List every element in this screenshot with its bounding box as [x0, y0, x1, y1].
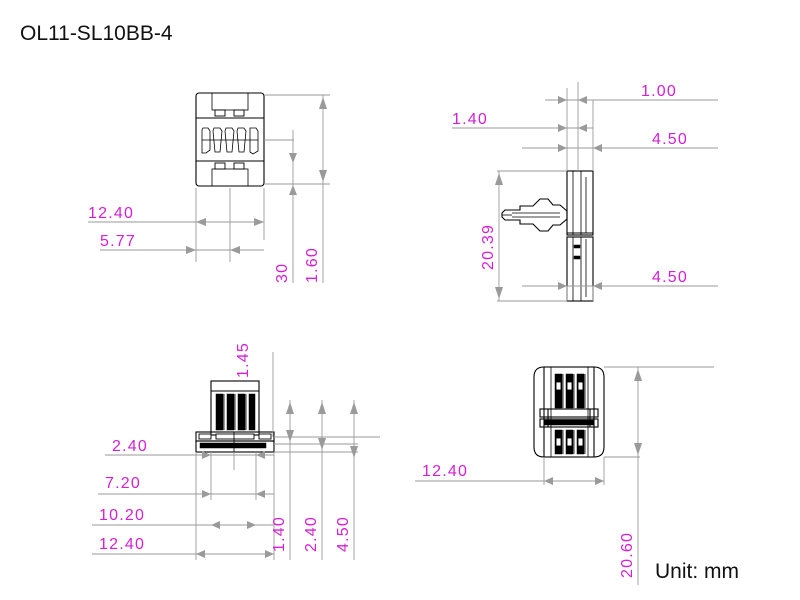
- dim-side-depth-lower: 4.50: [652, 269, 688, 286]
- dim-section-height-c: 4.50: [335, 516, 352, 552]
- dim-front-height-overall: 1.60: [304, 247, 321, 283]
- view-bottom: 12.40 20.60: [415, 366, 714, 585]
- dim-front-width-overall: 12.40: [88, 205, 134, 222]
- dim-bottom-width-overall: 12.40: [422, 463, 468, 480]
- unit-note: Unit: mm: [655, 560, 739, 583]
- dim-front-height-partial: 30: [274, 263, 291, 283]
- dim-bottom-height-overall: 20.60: [619, 532, 636, 578]
- view-section: 1.45 2.40 7.20 10.20 12.40 1.40 2.: [92, 342, 380, 560]
- dim-section-width-d: 12.40: [99, 536, 145, 553]
- view-front: 12.40 5.77 30 1.60: [88, 92, 330, 283]
- dim-side-thickness-top: 1.00: [641, 83, 677, 100]
- dim-section-width-a: 2.40: [112, 438, 148, 455]
- page-title: OL11-SL10BB-4: [20, 22, 173, 45]
- view-side: 1.00 1.40 4.50 4.50 20.39: [452, 82, 718, 302]
- dim-side-offset-left: 1.40: [452, 111, 488, 128]
- dim-section-height-b: 2.40: [303, 516, 320, 552]
- dim-front-width-inner: 5.77: [100, 233, 136, 250]
- dim-section-width-c: 10.20: [99, 507, 145, 524]
- dim-section-height-a: 1.40: [271, 516, 288, 552]
- dim-section-pitch-height: 1.45: [235, 342, 252, 378]
- dim-side-depth-upper: 4.50: [652, 131, 688, 148]
- dim-section-width-b: 7.20: [105, 475, 141, 492]
- dim-side-height-overall: 20.39: [480, 224, 497, 270]
